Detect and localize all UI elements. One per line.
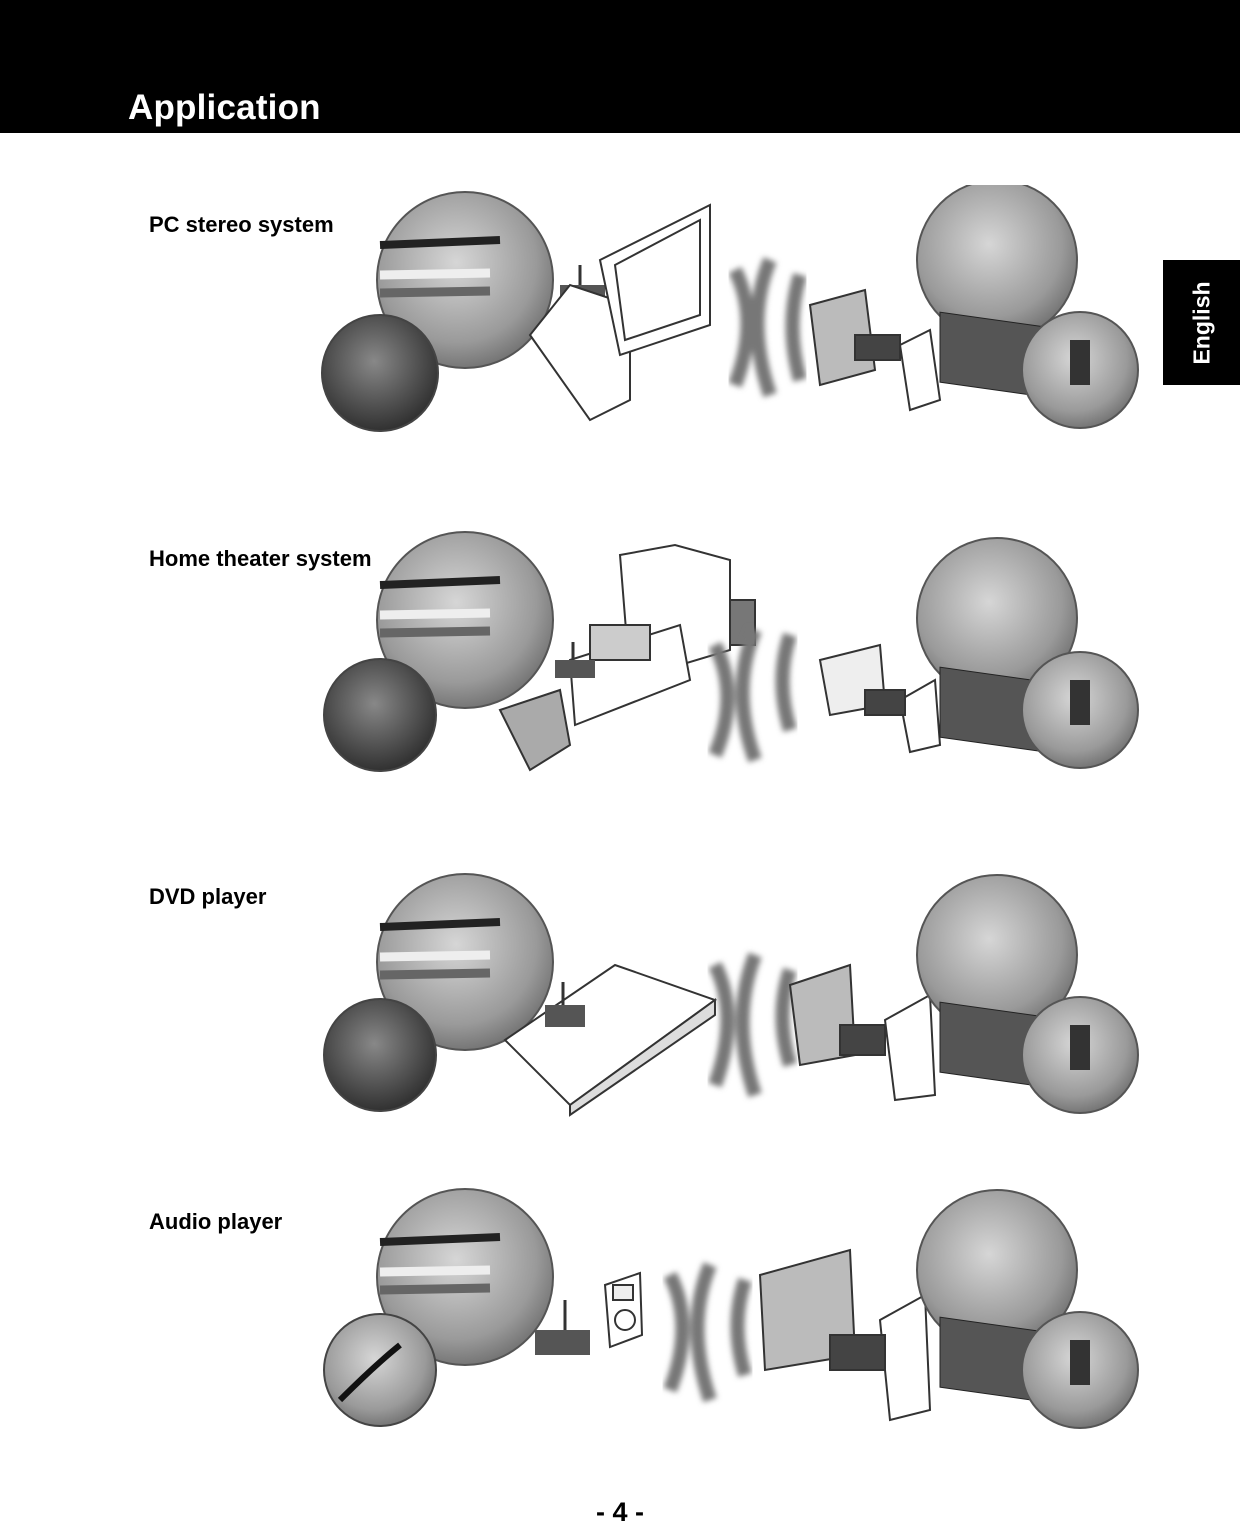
page-title: Application	[128, 88, 321, 127]
section-label-home-theater: Home theater system	[149, 546, 372, 571]
speaker-pair	[818, 643, 942, 754]
source-jack-closeup	[376, 531, 554, 709]
section-label-audio-player: Audio player	[149, 1209, 283, 1234]
receiver-device	[839, 1024, 886, 1056]
transmitter-device	[545, 1005, 585, 1027]
section-label-pc-stereo: PC stereo system	[149, 212, 334, 237]
wireless-waves	[708, 627, 797, 763]
header-bar: Application	[0, 0, 1240, 133]
transmitter-device	[535, 1330, 590, 1355]
source-jack-closeup	[376, 1188, 554, 1366]
pc-port-closeup	[321, 314, 439, 432]
receiver-device	[854, 334, 901, 361]
monitor	[598, 203, 711, 357]
amplifier-port-closeup	[323, 658, 437, 772]
wireless-waves	[663, 1262, 752, 1403]
source-jack-closeup	[376, 873, 554, 1051]
speaker-pair	[788, 963, 937, 1102]
home-theater-system	[498, 543, 756, 772]
wireless-waves	[728, 257, 807, 398]
dvd-player	[503, 963, 718, 1117]
audio-player-illustration	[323, 1188, 1139, 1429]
language-tab-label: English	[1188, 280, 1214, 365]
dvd-port-closeup	[323, 998, 437, 1112]
wireless-waves	[708, 952, 797, 1098]
home-theater-illustration	[323, 531, 1139, 772]
page-number: - 4 -	[595, 1497, 644, 1527]
section-label-dvd-player: DVD player	[149, 884, 267, 909]
audio-player	[603, 1271, 644, 1349]
dvd-player-illustration	[323, 873, 1139, 1117]
source-jack-closeup	[376, 191, 554, 369]
receiver-device	[864, 689, 906, 716]
speaker-pair	[808, 288, 942, 412]
transmitter-device	[555, 660, 595, 678]
receiver-device	[829, 1334, 886, 1371]
audio-player-port-closeup	[323, 1313, 437, 1427]
pc-stereo-illustration	[321, 185, 1139, 432]
language-tab: English	[1163, 260, 1240, 385]
speaker-pair	[758, 1248, 932, 1422]
